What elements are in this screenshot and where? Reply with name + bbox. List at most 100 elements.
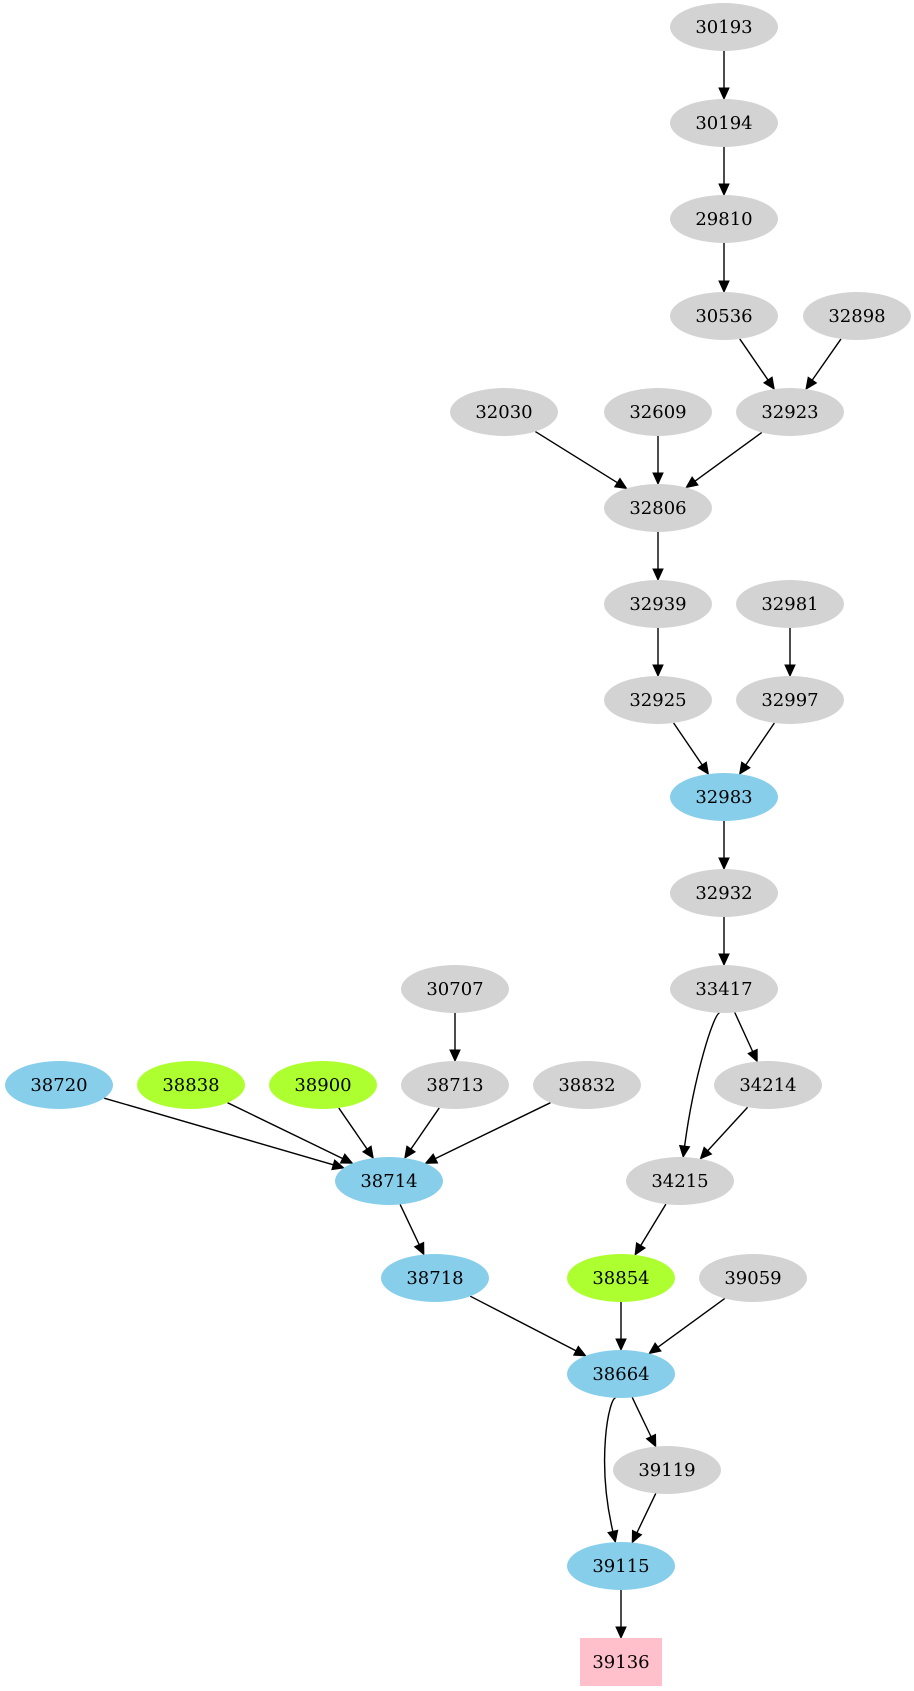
node-30707[interactable]: 30707	[401, 965, 509, 1013]
node-33417[interactable]: 33417	[670, 965, 778, 1013]
node-38713[interactable]: 38713	[401, 1061, 509, 1109]
node-label: 38900	[294, 1075, 351, 1096]
node-39059[interactable]: 39059	[699, 1254, 807, 1302]
node-label: 38718	[406, 1268, 463, 1289]
arrowhead-icon	[699, 1146, 713, 1160]
arrowhead-icon	[449, 1049, 461, 1063]
edge-38664-to-39119	[631, 1397, 657, 1448]
edge-line	[635, 1493, 657, 1534]
node-30194[interactable]: 30194	[670, 99, 778, 147]
node-38900[interactable]: 38900	[269, 1061, 377, 1109]
edges-layer	[103, 51, 842, 1640]
node-34215[interactable]: 34215	[626, 1157, 734, 1205]
node-39115[interactable]: 39115	[567, 1542, 675, 1590]
node-ellipse	[670, 195, 778, 243]
arrowhead-icon	[331, 1159, 345, 1171]
edge-line	[103, 1097, 335, 1166]
node-32923[interactable]: 32923	[736, 388, 844, 436]
node-34214[interactable]: 34214	[714, 1061, 822, 1109]
arrowhead-icon	[652, 568, 664, 582]
arrowhead-icon	[718, 953, 730, 967]
node-box	[580, 1638, 662, 1686]
node-ellipse	[803, 292, 911, 340]
node-38838[interactable]: 38838	[137, 1061, 245, 1109]
arrowhead-icon	[607, 1529, 619, 1544]
node-label: 34214	[739, 1075, 796, 1096]
edge-38718-to-38664	[469, 1295, 587, 1357]
node-label: 29810	[695, 209, 752, 230]
arrowhead-icon	[634, 1242, 647, 1256]
node-ellipse	[670, 773, 778, 821]
node-39119[interactable]: 39119	[613, 1446, 721, 1494]
edge-line	[811, 338, 842, 382]
edge-38664-to-39115	[603, 1397, 619, 1544]
edge-line	[744, 722, 775, 767]
node-label: 38713	[426, 1075, 483, 1096]
node-38714[interactable]: 38714	[335, 1157, 443, 1205]
edge-38714-to-38718	[399, 1204, 425, 1256]
node-ellipse	[5, 1061, 113, 1109]
node-32030[interactable]: 32030	[450, 388, 558, 436]
node-label: 39115	[592, 1556, 649, 1577]
edge-line	[534, 430, 619, 484]
edge-32932-to-33417	[718, 917, 730, 967]
edge-39059-to-38664	[648, 1297, 726, 1355]
edge-line	[227, 1102, 344, 1160]
node-29810[interactable]: 29810	[670, 195, 778, 243]
edge-line	[338, 1107, 369, 1151]
edge-32609-to-32806	[652, 436, 664, 486]
node-38720[interactable]: 38720	[5, 1061, 113, 1109]
edge-line	[399, 1204, 421, 1246]
node-label: 38832	[558, 1075, 615, 1096]
node-32981[interactable]: 32981	[736, 580, 844, 628]
arrowhead-icon	[424, 1153, 439, 1164]
arrowhead-icon	[615, 1338, 627, 1352]
node-label: 33417	[695, 979, 752, 1000]
node-38664[interactable]: 38664	[567, 1350, 675, 1398]
edge-line	[673, 722, 704, 767]
node-label: 30194	[695, 113, 752, 134]
node-30536[interactable]: 30536	[670, 292, 778, 340]
arrowhead-icon	[805, 376, 818, 391]
node-32932[interactable]: 32932	[670, 869, 778, 917]
node-32806[interactable]: 32806	[604, 484, 712, 532]
edge-line	[683, 1012, 720, 1148]
arrowhead-icon	[339, 1153, 354, 1164]
edge-33417-to-34214	[734, 1012, 758, 1063]
node-38854[interactable]: 38854	[567, 1254, 675, 1302]
arrowhead-icon	[718, 87, 730, 101]
node-32997[interactable]: 32997	[736, 676, 844, 724]
edge-32981-to-32997	[784, 628, 796, 678]
edge-30193-to-30194	[718, 51, 730, 101]
node-30193[interactable]: 30193	[670, 3, 778, 51]
arrowhead-icon	[685, 476, 699, 489]
edge-30707-to-38713	[449, 1013, 461, 1063]
node-label: 38720	[30, 1075, 87, 1096]
node-label: 30707	[426, 979, 483, 1000]
node-ellipse	[670, 292, 778, 340]
edge-line	[409, 1107, 440, 1151]
node-32898[interactable]: 32898	[803, 292, 911, 340]
edge-32983-to-32932	[718, 821, 730, 871]
node-label: 32923	[761, 402, 818, 423]
node-38718[interactable]: 38718	[381, 1254, 489, 1302]
edge-line	[434, 1102, 551, 1160]
node-label: 32997	[761, 690, 818, 711]
node-ellipse	[137, 1061, 245, 1109]
node-label: 39059	[724, 1268, 781, 1289]
node-ellipse	[567, 1350, 675, 1398]
node-38832[interactable]: 38832	[533, 1061, 641, 1109]
node-39136[interactable]: 39136	[580, 1638, 662, 1686]
node-32983[interactable]: 32983	[670, 773, 778, 821]
arrowhead-icon	[361, 1145, 374, 1160]
edge-34215-to-38854	[634, 1203, 667, 1256]
node-label: 38854	[592, 1268, 649, 1289]
node-32609[interactable]: 32609	[604, 388, 712, 436]
edge-32898-to-32923	[805, 338, 842, 391]
arrowhead-icon	[631, 1529, 643, 1544]
node-32925[interactable]: 32925	[604, 676, 712, 724]
node-32939[interactable]: 32939	[604, 580, 712, 628]
edge-32925-to-32983	[673, 722, 710, 776]
edge-29810-to-30536	[718, 243, 730, 294]
node-ellipse	[714, 1061, 822, 1109]
